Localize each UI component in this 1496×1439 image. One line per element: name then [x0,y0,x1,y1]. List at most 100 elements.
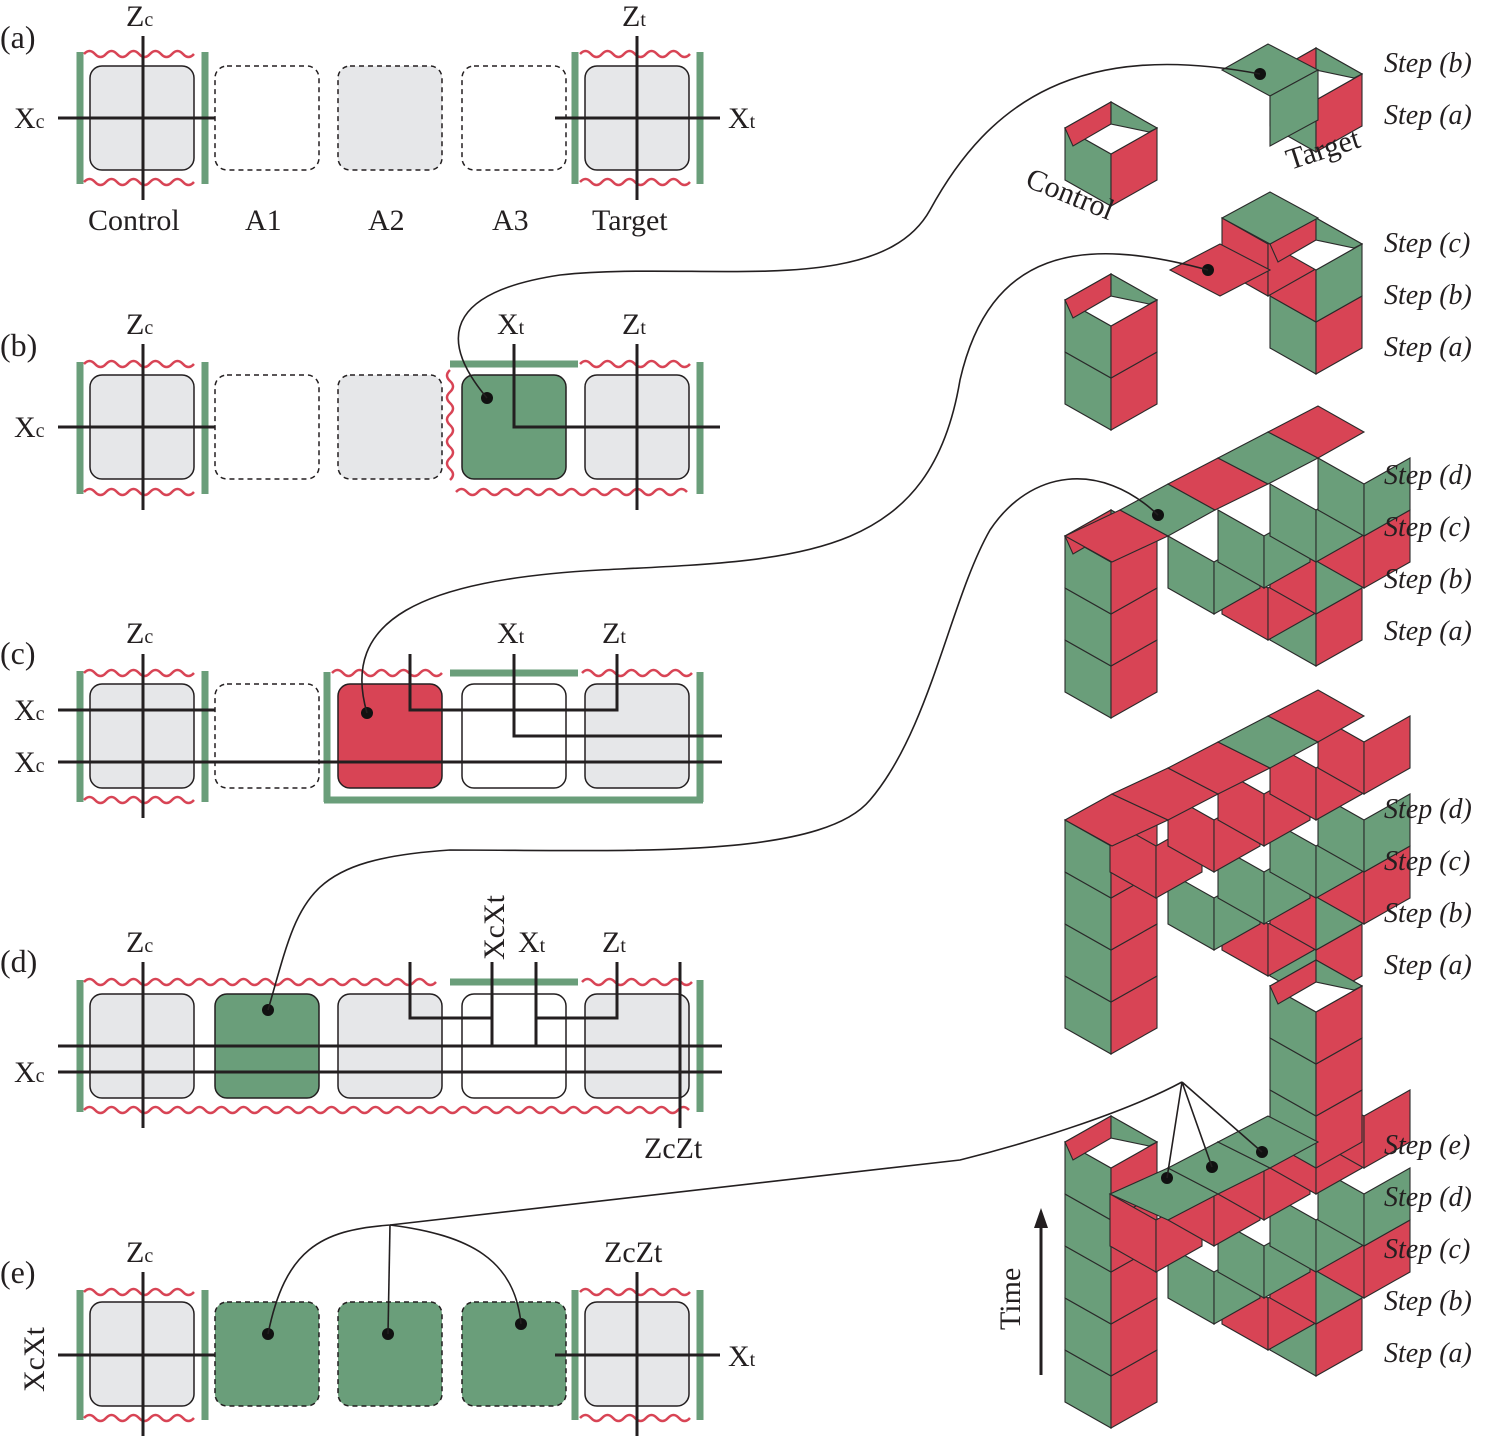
connector-d [267,478,1159,1011]
cube-inner-side [1315,217,1364,249]
patch-label-a1: A1 [245,204,282,237]
step-label: Step (e) [1384,1130,1470,1161]
panel-c: (c) Zc Xt Zt Xc [0,617,722,818]
xt-label-a: Xt [728,102,756,135]
xt-label-e: Xt [728,1340,756,1373]
connector-curves [267,63,1263,1335]
ancilla-a2 [337,65,443,171]
top-d5 [1266,689,1366,743]
ancilla-b2 [337,374,443,480]
panel-label-e: (e) [0,1254,36,1290]
merged-patch-b [445,344,720,510]
time-arrow-head [1034,1208,1048,1228]
ancilla-e3 [461,1301,567,1407]
ancilla-b1 [214,374,320,480]
zt-label-d: Zt [602,926,626,959]
connector-e2 [387,1224,391,1335]
ancilla-slab-side [1269,69,1319,147]
cube-right-face [1363,793,1411,873]
cube-inner-side [1110,273,1159,305]
zc-label-e: Zc [126,1236,153,1269]
cube-inner-side [1110,1115,1159,1147]
merged-row-d [58,962,722,1128]
zc-label-a: Zc [126,0,153,33]
step-label: Step (b) [1384,564,1472,595]
panel-e: (e) Zc ZcZt XcXt Xt [0,1236,756,1436]
xcxt-label-d: XcXt [478,894,511,960]
ancilla-a1 [214,65,320,171]
step-label: Step (a) [1384,950,1472,981]
step-label: Step (d) [1384,460,1472,491]
panel-label-d: (d) [0,943,37,979]
xc-label-c2: Xc [14,746,45,779]
target-patch-a [555,36,720,200]
cube-right-face [1363,1089,1411,1169]
patch-label-control: Control [88,204,180,237]
merged-region-c [58,654,722,804]
control-patch-e [58,1272,228,1436]
control-patch-b [58,344,228,510]
time-label: Time [994,1268,1027,1330]
step-label: Step (a) [1384,100,1472,131]
zc-label-c: Zc [126,617,153,650]
top-b1 [1220,191,1320,245]
step-label: Step (c) [1384,1234,1470,1265]
step-labels: Step (b) Step (a) Step (c) Step (b) Step (a)… [1384,48,1472,1369]
panel-b: (b) Zc Xt Zt Xc [0,308,720,510]
patch-label-a3: A3 [492,204,529,237]
step-label: Step (c) [1384,512,1470,543]
cube-right-face [1363,1167,1411,1247]
xc-label-d: Xc [14,1056,45,1089]
slab-b [1168,243,1272,297]
ancilla-c1 [214,683,320,789]
step-label: Step (c) [1384,846,1470,877]
connector-fan [1166,1081,1263,1179]
target-patch-e [555,1272,720,1436]
zt-label-c: Zt [602,617,626,650]
cube-inner-side [1315,47,1364,79]
step-label: Step (a) [1384,332,1472,363]
step-label: Step (d) [1384,1182,1472,1213]
zc-label-b: Zc [126,308,153,341]
xc-label-c1: Xc [14,694,45,727]
ancilla-e2 [337,1301,443,1407]
xc-label-a: Xc [14,102,45,135]
top-e3 [1216,1115,1320,1169]
cube-right-face [1363,715,1411,795]
panel-label-b: (b) [0,327,37,363]
top-c5 [1266,405,1366,459]
xc-label-b: Xc [14,411,45,444]
control-patch-c [58,654,228,818]
step-label: Step (a) [1384,1338,1472,1369]
cube-inner-side [1110,101,1159,133]
zt-label-a: Zt [622,0,646,33]
isometric-stacks [1063,43,1411,1429]
xt-label-c: Xt [497,617,525,650]
step-label: Step (a) [1384,616,1472,647]
cube-right-face [1363,457,1411,537]
connector-e [267,1081,1183,1335]
zc-label-d: Zc [126,926,153,959]
step-label: Step (d) [1384,794,1472,825]
connector-e3 [389,1224,522,1325]
step-label: Step (b) [1384,48,1472,79]
xt-label-d: Xt [518,926,546,959]
panel-label-a: (a) [0,19,36,55]
patch-label-a2: A2 [368,204,405,237]
control-patch-a [58,36,228,200]
cube-left-face [1167,535,1215,615]
zczt-label-d: ZcZt [644,1132,703,1165]
ancilla-a3 [461,65,567,171]
panel-d: (d) Zc XcXt Xt Zt Xc ZcZt [0,894,722,1165]
ancilla-e1 [214,1301,320,1407]
zczt-label-e: ZcZt [604,1236,663,1269]
step-label: Step (c) [1384,228,1470,259]
patch-label-target: Target [592,204,668,237]
xt-label-b: Xt [497,308,525,341]
panel-label-c: (c) [0,635,36,671]
step-label: Step (b) [1384,1286,1472,1317]
panel-a: (a) Zc Zt Xc Xt Control A1 A2 [0,0,756,237]
connector-c [361,253,1209,714]
